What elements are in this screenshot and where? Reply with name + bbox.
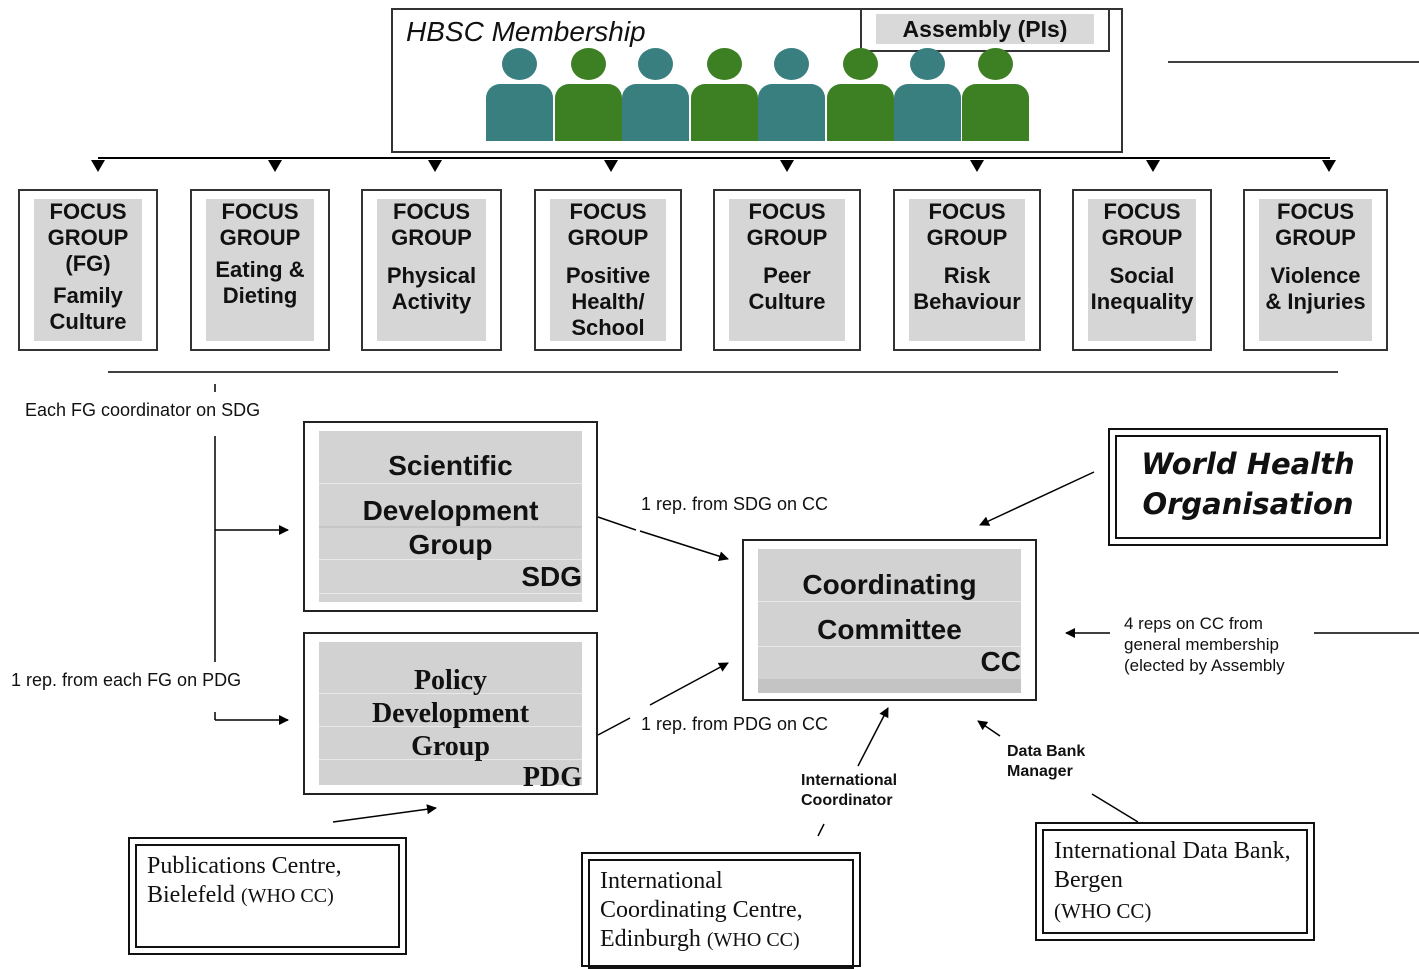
focus-group-header: FOCUS GROUP bbox=[567, 199, 649, 250]
member-figure bbox=[962, 48, 1029, 141]
label-dbm-line2: Manager bbox=[1007, 763, 1073, 780]
publications-line2: Bielefeld bbox=[147, 882, 235, 908]
label-reps-line3: (elected by Assembly bbox=[1124, 656, 1285, 675]
focus-group-header: FOCUS GROUP bbox=[746, 199, 828, 250]
membership-title: HBSC Membership bbox=[406, 16, 646, 47]
label-ic-line1: International bbox=[801, 772, 898, 789]
focus-group-peer-culture: FOCUS GROUP Peer Culture bbox=[713, 189, 861, 351]
coordinating-committee-box: Coordinating Committee CC bbox=[742, 539, 1037, 701]
sdg-line1: Scientific bbox=[388, 450, 513, 481]
cc-line2: Committee bbox=[817, 614, 962, 645]
icc-line1: International bbox=[600, 868, 723, 894]
focus-group-violence-injuries: FOCUS GROUP Violence & Injuries bbox=[1243, 189, 1388, 351]
assembly-label: Assembly (PIs) bbox=[876, 14, 1094, 44]
label-data-bank-manager: Data Bank Manager bbox=[1007, 742, 1085, 782]
member-figure bbox=[486, 48, 553, 141]
publications-centre-box: Publications Centre, Bielefeld (WHO CC) bbox=[128, 837, 407, 955]
focus-group-topic: Peer Culture bbox=[748, 263, 826, 314]
focus-group-topic: Eating & Dieting bbox=[215, 257, 305, 308]
icc-who-cc: (WHO CC) bbox=[706, 929, 800, 951]
focus-group-header: FOCUS GROUP bbox=[219, 199, 301, 250]
focus-group-topic: Positive Health/ School bbox=[565, 263, 651, 340]
focus-group-family-culture: FOCUS GROUP (FG) Family Culture bbox=[18, 189, 158, 351]
international-coordinating-centre-box: International Coordinating Centre, Edinb… bbox=[581, 852, 861, 969]
label-international-coordinator: International Coordinator bbox=[801, 771, 897, 811]
focus-group-topic: Violence & Injuries bbox=[1265, 263, 1366, 314]
focus-group-header: FOCUS GROUP bbox=[1275, 199, 1356, 250]
label-fg-on-sdg: Each FG coordinator on SDG bbox=[25, 400, 261, 420]
focus-group-topic: Social Inequality bbox=[1090, 263, 1194, 314]
label-ic-line2: Coordinator bbox=[801, 792, 893, 809]
publications-who-cc: (WHO CC) bbox=[240, 885, 334, 907]
focus-group-topic: Physical Activity bbox=[386, 263, 477, 314]
pdg-line1: Policy bbox=[413, 665, 488, 696]
who-line2: Organisation bbox=[1142, 487, 1354, 521]
label-sdg-on-cc: 1 rep. from SDG on CC bbox=[641, 494, 829, 514]
focus-group-header: FOCUS GROUP bbox=[926, 199, 1008, 250]
idb-line1: International Data Bank, bbox=[1054, 838, 1291, 864]
focus-group-header: FOCUS GROUP bbox=[391, 199, 472, 250]
focus-group-topic: Risk Behaviour bbox=[913, 263, 1021, 314]
who-line1: World Health bbox=[1141, 447, 1355, 481]
member-figure bbox=[894, 48, 961, 141]
focus-group-risk-behaviour: FOCUS GROUP Risk Behaviour bbox=[893, 189, 1041, 351]
label-dbm-line1: Data Bank bbox=[1007, 743, 1086, 760]
cc-abbr: CC bbox=[980, 646, 1021, 677]
label-reps-on-cc: 4 reps on CC from general membership (el… bbox=[1124, 613, 1300, 676]
label-reps-line2: general membership bbox=[1124, 635, 1279, 654]
idb-line2: Bergen bbox=[1054, 867, 1123, 893]
idb-line3: (WHO CC) bbox=[1054, 899, 1152, 923]
label-fg-on-pdg: 1 rep. from each FG on PDG bbox=[11, 670, 242, 690]
sdg-line2: Development bbox=[362, 495, 539, 526]
policy-development-group-box: Policy Development Group PDG bbox=[303, 632, 598, 795]
member-figure bbox=[555, 48, 622, 141]
scientific-development-group-box: Scientific Development Group SDG bbox=[303, 421, 598, 612]
sdg-line3: Group bbox=[408, 529, 493, 560]
member-figure bbox=[827, 48, 894, 141]
international-data-bank-box: International Data Bank, Bergen (WHO CC) bbox=[1035, 822, 1315, 941]
member-figure bbox=[758, 48, 825, 141]
label-reps-line1: 4 reps on CC from bbox=[1124, 614, 1263, 633]
member-figure bbox=[691, 48, 758, 141]
pdg-abbr: PDG bbox=[522, 762, 582, 793]
focus-group-topic: Family Culture bbox=[49, 283, 127, 334]
label-pdg-on-cc: 1 rep. from PDG on CC bbox=[641, 714, 829, 734]
world-health-organisation-box: World Health Organisation bbox=[1108, 428, 1388, 546]
cc-line1: Coordinating bbox=[802, 569, 977, 600]
focus-group-arrowheads bbox=[91, 160, 1336, 172]
focus-group-header: FOCUS GROUP bbox=[1101, 199, 1183, 250]
focus-group-social-inequality: FOCUS GROUP Social Inequality bbox=[1072, 189, 1212, 351]
icc-line3: Edinburgh bbox=[600, 926, 701, 952]
focus-group-eating-dieting: FOCUS GROUP Eating & Dieting bbox=[190, 189, 330, 351]
focus-group-physical-activity: FOCUS GROUP Physical Activity bbox=[361, 189, 502, 351]
icc-line2: Coordinating Centre, bbox=[600, 897, 803, 923]
member-figure bbox=[622, 48, 689, 141]
focus-group-positive-health-school: FOCUS GROUP Positive Health/ School bbox=[534, 189, 682, 351]
sdg-abbr: SDG bbox=[521, 561, 582, 592]
pdg-line2: Development bbox=[371, 698, 530, 729]
focus-group-header: FOCUS GROUP (FG) bbox=[47, 199, 129, 276]
pdg-line3: Group bbox=[411, 731, 490, 762]
hbsc-membership-box bbox=[391, 8, 1123, 153]
publications-line1: Publications Centre, bbox=[147, 853, 342, 879]
